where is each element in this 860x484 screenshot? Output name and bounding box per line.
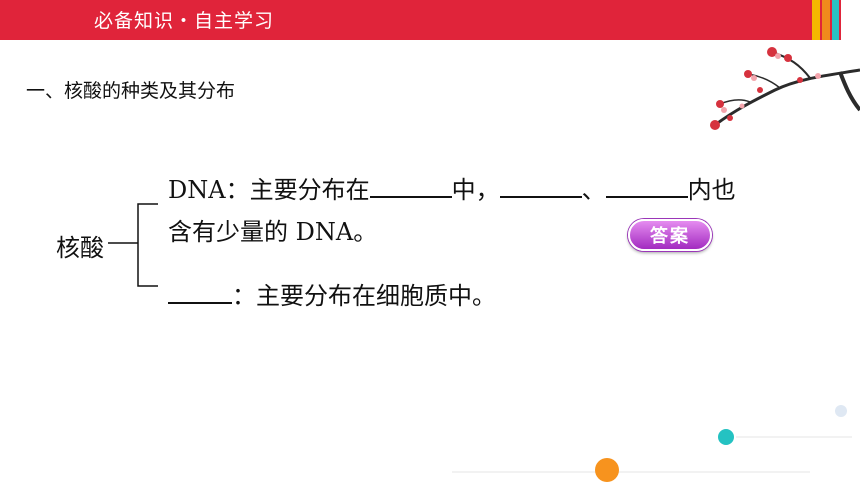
header-stripe-white [841,0,860,40]
pale-dot [835,405,847,417]
blank-3[interactable] [605,170,688,198]
blank-1[interactable] [369,170,452,198]
header-title: 必备知识・自主学习 [94,10,275,32]
blank-4[interactable] [168,276,232,304]
blank-2[interactable] [499,170,582,198]
rna-line: ：主要分布在细胞质中。 [168,276,496,311]
header-stripe-teal [832,0,839,40]
header-bar: 必备知识・自主学习 [0,0,860,40]
section-title: 一、核酸的种类及其分布 [26,80,236,102]
nucleic-acid-label: 核酸 [56,234,104,262]
answer-button[interactable]: 答案 [628,219,712,251]
dna-line-1: DNA：主要分布在 中， 、 内也 [168,170,736,205]
dna-line1-suffix: 内也 [687,176,736,204]
dna-line1-mid: 中， [451,176,500,204]
header-stripe-yellow [812,0,820,40]
dna-line-2: 含有少量的 DNA。 [168,218,378,246]
dna-line1-prefix: DNA：主要分布在 [168,176,370,204]
header-stripe-orange [822,0,830,40]
rna-line-text: ：主要分布在细胞质中。 [232,282,496,310]
dna-line1-sep: 、 [581,176,606,204]
plum-blossom-icon [710,47,860,130]
orange-dot [595,458,619,482]
teal-dot [718,429,734,445]
